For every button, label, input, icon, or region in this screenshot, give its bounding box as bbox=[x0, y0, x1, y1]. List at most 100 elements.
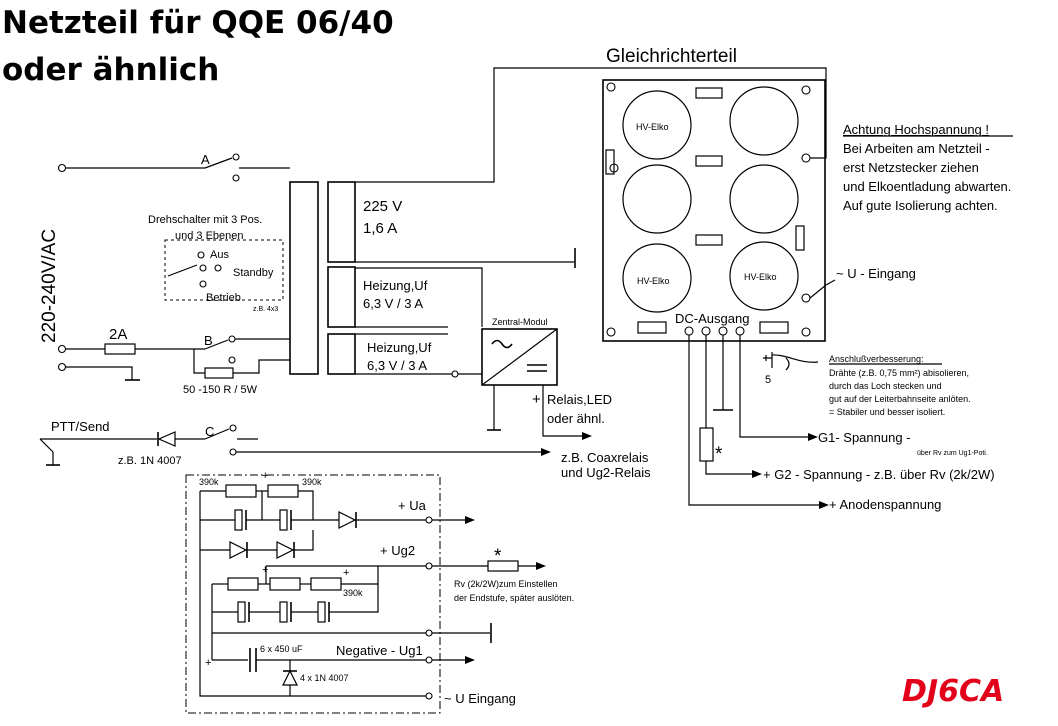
terminal bbox=[425, 692, 433, 700]
diode bbox=[229, 541, 248, 559]
mains-voltage: 220-240V/AC bbox=[39, 229, 60, 343]
ptt-label: PTT/Send bbox=[51, 419, 110, 434]
arrow bbox=[465, 656, 475, 664]
bridge-diode bbox=[695, 155, 723, 167]
switch-contact bbox=[199, 264, 207, 272]
resistor-label: 50 -150 R / 5W bbox=[183, 384, 258, 396]
g2-label: + G2 - Spannung - z.B. über Rv (2k/2W) bbox=[763, 467, 995, 482]
warning-line: Bei Arbeiten am Netzteil - bbox=[843, 141, 990, 156]
terminal bbox=[425, 516, 433, 524]
r3-label: 390k bbox=[343, 588, 363, 598]
plus-sign: + bbox=[343, 567, 349, 579]
arrow bbox=[752, 470, 762, 478]
mains-terminal bbox=[57, 163, 67, 173]
resistor bbox=[267, 484, 299, 498]
connection-mark: 5 bbox=[765, 374, 771, 386]
heater2-name: Heizung,Uf bbox=[367, 340, 432, 355]
terminal bbox=[425, 656, 433, 664]
wire-detail bbox=[763, 352, 819, 368]
hv-elko bbox=[622, 90, 692, 160]
warning-line: Auf gute Isolierung achten. bbox=[843, 198, 998, 213]
ptt-switch bbox=[39, 438, 54, 453]
switch-desc-2: und 3 Ebenen bbox=[175, 230, 244, 242]
capacitor bbox=[237, 601, 246, 623]
dc-terminal bbox=[701, 326, 711, 336]
g1-note: über Rv zum Ug1-Poti. bbox=[917, 450, 988, 457]
anode-label: + Anodenspannung bbox=[829, 497, 941, 512]
mains-terminal bbox=[57, 362, 67, 372]
connection-line: Drähte (z.B. 0,75 mm²) abisolieren, bbox=[829, 368, 969, 378]
dc-terminal bbox=[684, 326, 694, 336]
rv-note-2: der Endstufe, später auslöten. bbox=[454, 593, 574, 603]
arrow bbox=[808, 433, 818, 441]
wire bbox=[298, 490, 314, 520]
switch-a-label: A bbox=[201, 152, 210, 167]
switch-wiper bbox=[167, 264, 198, 277]
ptt-out-1: z.B. Coaxrelais bbox=[561, 450, 649, 465]
cap-label: 6 x 450 uF bbox=[260, 644, 303, 654]
zentral-out-2: oder ähnl. bbox=[547, 411, 605, 426]
fuse-label: 2A bbox=[109, 326, 127, 343]
switch-example: z.B. 4x3 bbox=[253, 306, 278, 313]
resistor bbox=[227, 577, 259, 591]
switch-contact bbox=[214, 264, 222, 272]
switch-contact bbox=[228, 356, 236, 364]
r1-label: 390k bbox=[199, 477, 219, 487]
wire bbox=[294, 530, 314, 551]
arrow bbox=[536, 562, 546, 570]
hv-elko bbox=[622, 164, 692, 234]
transformer-heater-winding bbox=[327, 333, 356, 375]
plus-sign: + bbox=[262, 470, 268, 482]
g1-wire bbox=[739, 335, 808, 438]
switch-desc-1: Drehschalter mit 3 Pos. bbox=[148, 214, 262, 226]
switch-contact bbox=[229, 424, 237, 432]
r2-label: 390k bbox=[302, 477, 322, 487]
mount-hole bbox=[801, 85, 811, 95]
heater1-rating: 6,3 V / 3 A bbox=[363, 296, 423, 311]
hv-elko bbox=[729, 241, 799, 311]
zentral-out-1: Relais,LED bbox=[547, 392, 612, 407]
ptt-diode-label: z.B. 1N 4007 bbox=[118, 455, 182, 467]
g2-star: * bbox=[715, 444, 723, 465]
capacitor bbox=[279, 509, 288, 531]
wire bbox=[329, 584, 379, 613]
mains-terminal bbox=[57, 344, 67, 354]
arrow bbox=[465, 516, 475, 524]
ptt-out-2: und Ug2-Relais bbox=[561, 465, 651, 480]
capacitor bbox=[279, 601, 288, 623]
switch-aus: Aus bbox=[210, 249, 229, 261]
switch-contact bbox=[199, 280, 207, 288]
resistor-wire bbox=[193, 349, 205, 374]
u-in-wire bbox=[809, 279, 836, 299]
rv-star: * bbox=[494, 546, 502, 567]
hv-voltage: 225 V bbox=[363, 198, 402, 215]
board-part bbox=[605, 149, 615, 175]
transformer-heater-winding bbox=[327, 266, 356, 328]
switch-contact bbox=[232, 174, 240, 182]
ac-symbol bbox=[491, 339, 513, 349]
fuse bbox=[104, 343, 136, 355]
converter-diagonal bbox=[481, 328, 558, 386]
relais-wire bbox=[542, 385, 582, 437]
rectifier-board bbox=[602, 79, 826, 342]
hv-elko bbox=[622, 243, 692, 313]
neg-label: Negative - Ug1 bbox=[336, 643, 423, 658]
connection-line: = Stabiler und besser isoliert. bbox=[829, 407, 945, 417]
dc-out-label: DC-Ausgang bbox=[675, 311, 749, 326]
heater-terminal bbox=[451, 370, 459, 378]
connection-line: gut auf der Leiterbahnseite anlöten. bbox=[829, 394, 971, 404]
bypass-resistor bbox=[204, 367, 234, 379]
elko-label: HV-Elko bbox=[744, 272, 777, 282]
arrow bbox=[541, 448, 551, 456]
switch-b bbox=[204, 339, 229, 350]
diode-label: 4 x 1N 4007 bbox=[300, 673, 349, 683]
arrow bbox=[819, 501, 829, 509]
switch-standby: Standby bbox=[233, 267, 274, 279]
warning-line: und Elkoentladung abwarten. bbox=[843, 179, 1011, 194]
switch-betrieb: Betrieb bbox=[206, 292, 241, 304]
capacitor bbox=[234, 509, 243, 531]
anode-wire bbox=[688, 335, 819, 506]
title-line-2: oder ähnlich bbox=[2, 52, 219, 88]
g2-resistor bbox=[699, 427, 714, 462]
zentral-plus: + bbox=[532, 391, 541, 408]
